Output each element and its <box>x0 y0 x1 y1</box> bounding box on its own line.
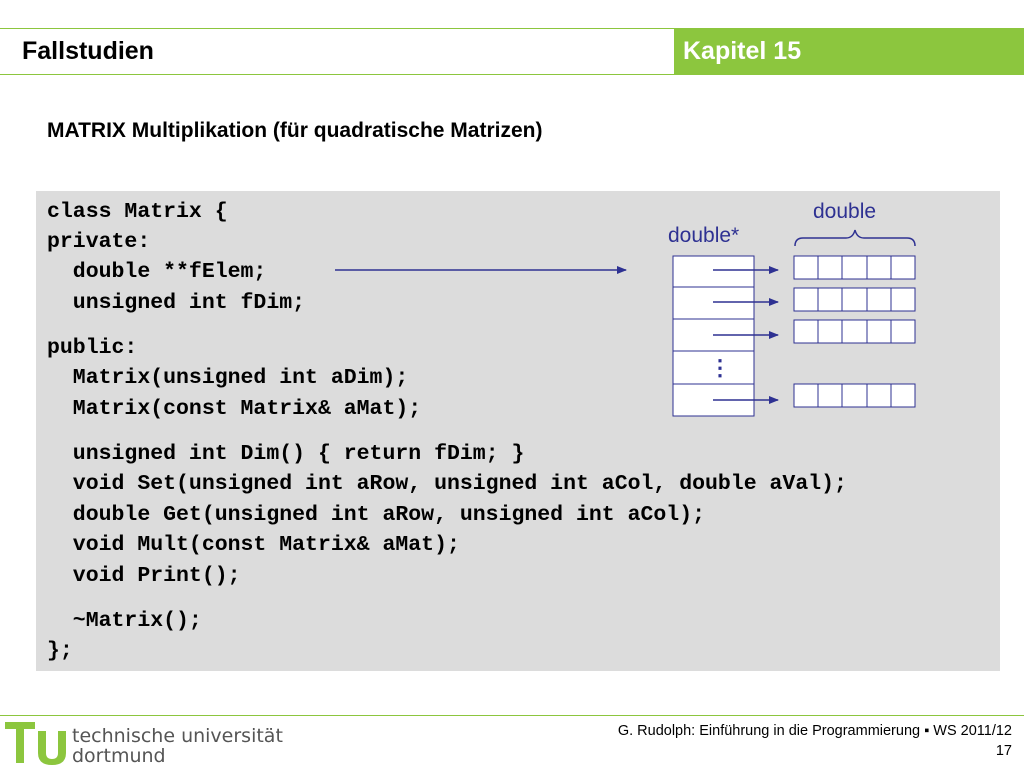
pointer-array <box>672 255 755 417</box>
page-number: 17 <box>995 743 1012 759</box>
pointer-type-label: double* <box>668 224 740 247</box>
brace <box>794 229 916 247</box>
university-city: dortmund <box>72 745 166 767</box>
header-top-line <box>0 28 1024 29</box>
code-line: Matrix(unsigned int aDim); <box>47 366 409 390</box>
chapter-badge <box>674 29 1024 74</box>
code-line: void Mult(const Matrix& aMat); <box>47 533 460 557</box>
code-line: class Matrix { <box>47 200 228 224</box>
code-line: double Get(unsigned int aRow, unsigned i… <box>47 503 706 527</box>
row-array <box>793 383 916 408</box>
university-name: technische universität <box>72 725 283 747</box>
header-bottom-line <box>0 74 1024 75</box>
code-line: public: <box>47 336 138 360</box>
ellipsis-icon: ⋮ <box>709 355 731 380</box>
header-title: Fallstudien <box>22 37 154 65</box>
row-array <box>793 255 916 280</box>
tu-logo-icon <box>5 722 66 765</box>
code-line: unsigned int fDim; <box>47 291 306 315</box>
chapter-label: Kapitel 15 <box>683 37 802 65</box>
code-line: ~Matrix(); <box>47 609 202 633</box>
footer-line <box>0 715 1024 716</box>
code-line: unsigned int Dim() { return fDim; } <box>47 442 525 466</box>
code-line: private: <box>47 230 151 254</box>
row-pointer-arrows <box>713 266 779 404</box>
code-line: void Print(); <box>47 564 241 588</box>
footer-credit: G. Rudolph: Einführung in die Programmie… <box>617 723 1012 739</box>
row-array <box>793 319 916 344</box>
row-array <box>793 287 916 312</box>
value-type-label: double <box>813 200 877 223</box>
code-line: Matrix(const Matrix& aMat); <box>47 397 422 421</box>
code-line: void Set(unsigned int aRow, unsigned int… <box>47 472 847 496</box>
code-line: double **fElem; <box>47 260 267 284</box>
slide-title: MATRIX Multiplikation (für quadratische … <box>47 119 543 142</box>
code-line: }; <box>47 639 73 663</box>
